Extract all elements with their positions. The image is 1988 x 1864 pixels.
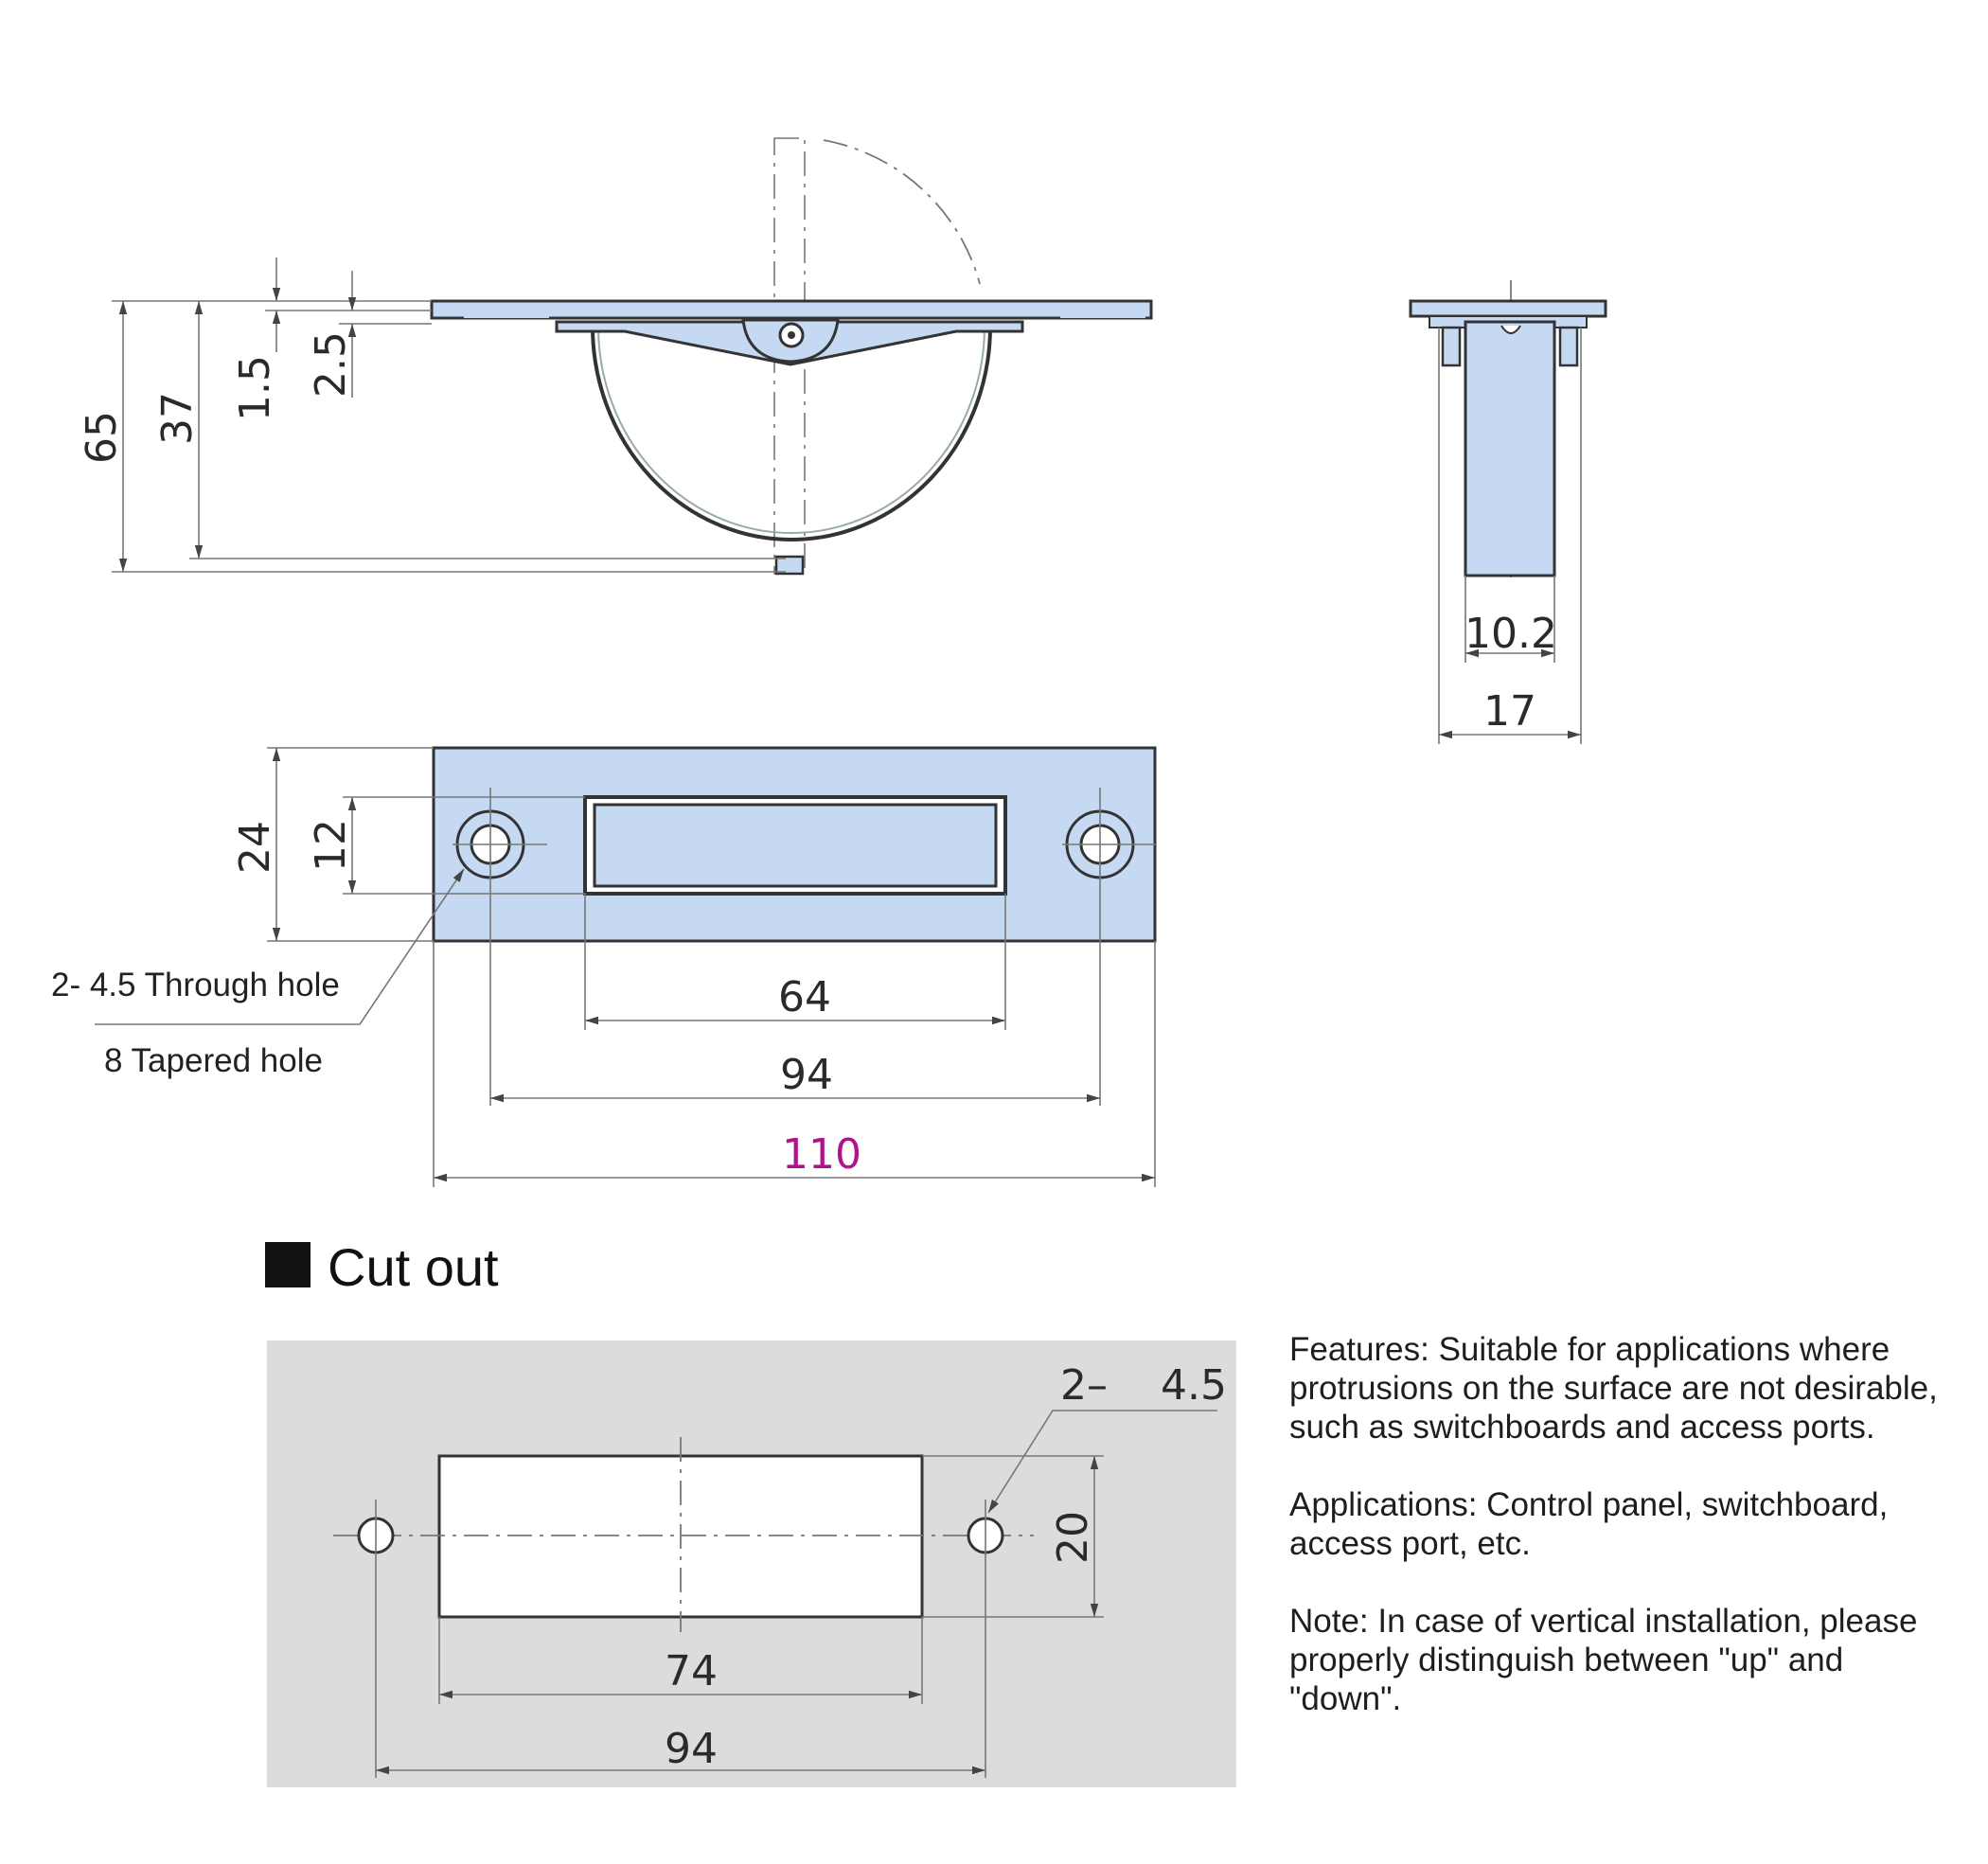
dim-24: 24 bbox=[231, 821, 279, 874]
dim-94-front: 94 bbox=[780, 1051, 833, 1099]
dim-17: 17 bbox=[1483, 687, 1536, 736]
dim-94-cutout: 94 bbox=[665, 1725, 718, 1773]
hole-callout-line2: 8 Tapered hole bbox=[104, 1042, 323, 1079]
cutout-hole-count: 2– bbox=[1060, 1361, 1108, 1410]
cutout-title-marker bbox=[265, 1242, 311, 1287]
cutout-title: Cut out bbox=[328, 1237, 499, 1297]
dim-20: 20 bbox=[1049, 1511, 1097, 1564]
dim-12: 12 bbox=[307, 819, 355, 872]
front-view: 24 12 64 94 110 2- 4.5 Through hole 8 Ta… bbox=[51, 746, 1157, 1187]
cutout-hole-size: 4.5 bbox=[1161, 1361, 1227, 1410]
note-text: Note: In case of vertical installation, … bbox=[1289, 1603, 1918, 1717]
features-text: Features: Suitable for applications wher… bbox=[1289, 1331, 1938, 1446]
dim-1-5: 1.5 bbox=[231, 355, 279, 421]
dim-64: 64 bbox=[778, 973, 831, 1021]
dim-74: 74 bbox=[665, 1647, 718, 1695]
side-view: 65 37 1.5 2.5 bbox=[78, 137, 1153, 576]
hole-callout-line1: 2- 4.5 Through hole bbox=[51, 967, 340, 1003]
applications-text: Applications: Control panel, switchboard… bbox=[1289, 1486, 1889, 1562]
dim-10-2: 10.2 bbox=[1464, 610, 1557, 658]
dim-2-5: 2.5 bbox=[307, 331, 355, 398]
cutout-section: Cut out 2– 4.5 20 74 94 bbox=[265, 1237, 1236, 1787]
description-block: Features: Suitable for applications wher… bbox=[1289, 1330, 1952, 1757]
dim-110: 110 bbox=[782, 1130, 861, 1179]
end-view: 10.2 17 bbox=[1409, 280, 1607, 744]
dim-37: 37 bbox=[153, 392, 202, 445]
dim-65: 65 bbox=[78, 411, 126, 464]
